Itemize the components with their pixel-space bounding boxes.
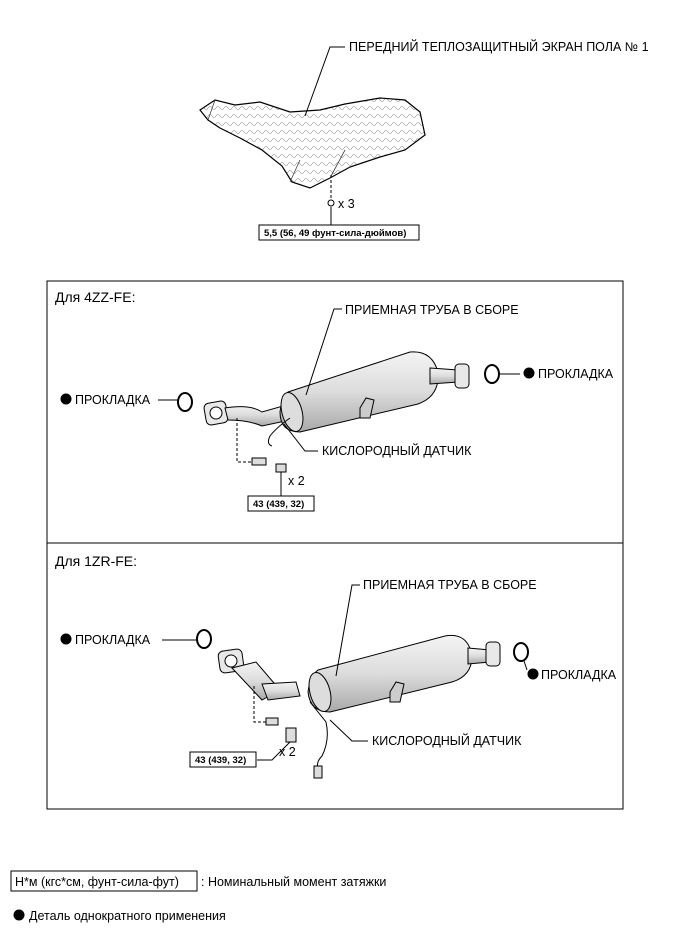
shield-label: ПЕРЕДНИЙ ТЕПЛОЗАЩИТНЫЙ ЭКРАН ПОЛА № 1 bbox=[349, 39, 649, 54]
shield-leader-line bbox=[304, 46, 345, 117]
gasket-right-4zz-icon bbox=[484, 364, 500, 384]
sensor-4zz-leader bbox=[283, 423, 318, 452]
exhaust-pipe-4zz-illustration bbox=[203, 351, 470, 447]
pipe-4zz-leader bbox=[305, 308, 342, 396]
panel-1zr-title: Для 1ZR-FE: bbox=[55, 553, 137, 569]
legend-torque-box bbox=[10, 870, 198, 892]
heat-shield-illustration bbox=[199, 97, 426, 189]
bolt-4zz-qty: x 2 bbox=[288, 474, 305, 488]
gasket-left-1zr-icon bbox=[196, 629, 212, 649]
shield-torque-value: 5,5 (56, 49 фунт-сила-дюймов) bbox=[264, 228, 406, 239]
sensor-1zr-label: КИСЛОРОДНЫЙ ДАТЧИК bbox=[372, 733, 522, 748]
torque-4zz-value: 43 (439, 32) bbox=[253, 499, 304, 510]
gasket-right-1zr-leader bbox=[523, 660, 528, 671]
panel-4zz-title: Для 4ZZ-FE: bbox=[55, 289, 135, 305]
legend-nonreuse-desc: Деталь однократного применения bbox=[29, 909, 226, 923]
stud-bolt-1zr-icon bbox=[265, 717, 297, 743]
torque-1zr-box bbox=[189, 751, 257, 768]
pipe-4zz-label: ПРИЕМНАЯ ТРУБА В СБОРЕ bbox=[345, 303, 519, 317]
gasket-left-4zz-label: ПРОКЛАДКА bbox=[75, 393, 151, 407]
gasket-left-1zr-label: ПРОКЛАДКА bbox=[75, 633, 151, 647]
panel-1zr-fe bbox=[46, 542, 624, 810]
exhaust-pipe-1zr-illustration bbox=[217, 634, 501, 779]
bolt-dash-1zr bbox=[253, 686, 266, 723]
gasket-right-1zr-icon bbox=[513, 642, 529, 662]
gasket-right-4zz-label: ПРОКЛАДКА bbox=[538, 367, 614, 381]
torque-1zr-value: 43 (439, 32) bbox=[195, 755, 246, 766]
legend-nonreuse-icon bbox=[13, 909, 25, 921]
nonreuse-right-1zr-icon bbox=[527, 668, 539, 680]
nonreuse-left-4zz-icon bbox=[60, 393, 72, 405]
gasket-right-1zr-label: ПРОКЛАДКА bbox=[541, 668, 617, 682]
shield-bolt-icon bbox=[327, 199, 335, 207]
sensor-1zr-leader bbox=[329, 719, 368, 742]
stud-bolt-4zz-icon bbox=[251, 457, 287, 473]
shield-torque-box bbox=[258, 224, 420, 241]
shield-bolt-qty: x 3 bbox=[338, 197, 355, 211]
sensor-4zz-label: КИСЛОРОДНЫЙ ДАТЧИК bbox=[322, 443, 472, 458]
torque-1zr-leader bbox=[257, 741, 291, 761]
gasket-left-4zz-icon bbox=[177, 392, 193, 412]
pipe-1zr-label: ПРИЕМНАЯ ТРУБА В СБОРЕ bbox=[363, 578, 537, 592]
bolt-dash-4zz bbox=[236, 418, 252, 463]
legend-torque-desc: : Номинальный момент затяжки bbox=[201, 875, 386, 889]
nonreuse-left-1zr-icon bbox=[60, 633, 72, 645]
bolt-1zr-qty: x 2 bbox=[279, 745, 296, 759]
legend-torque-units: Н*м (кгс*см, фунт-сила-фут) bbox=[15, 875, 179, 889]
pipe-1zr-leader bbox=[335, 584, 360, 677]
torque-4zz-box bbox=[247, 495, 315, 512]
nonreuse-right-4zz-icon bbox=[523, 367, 535, 379]
